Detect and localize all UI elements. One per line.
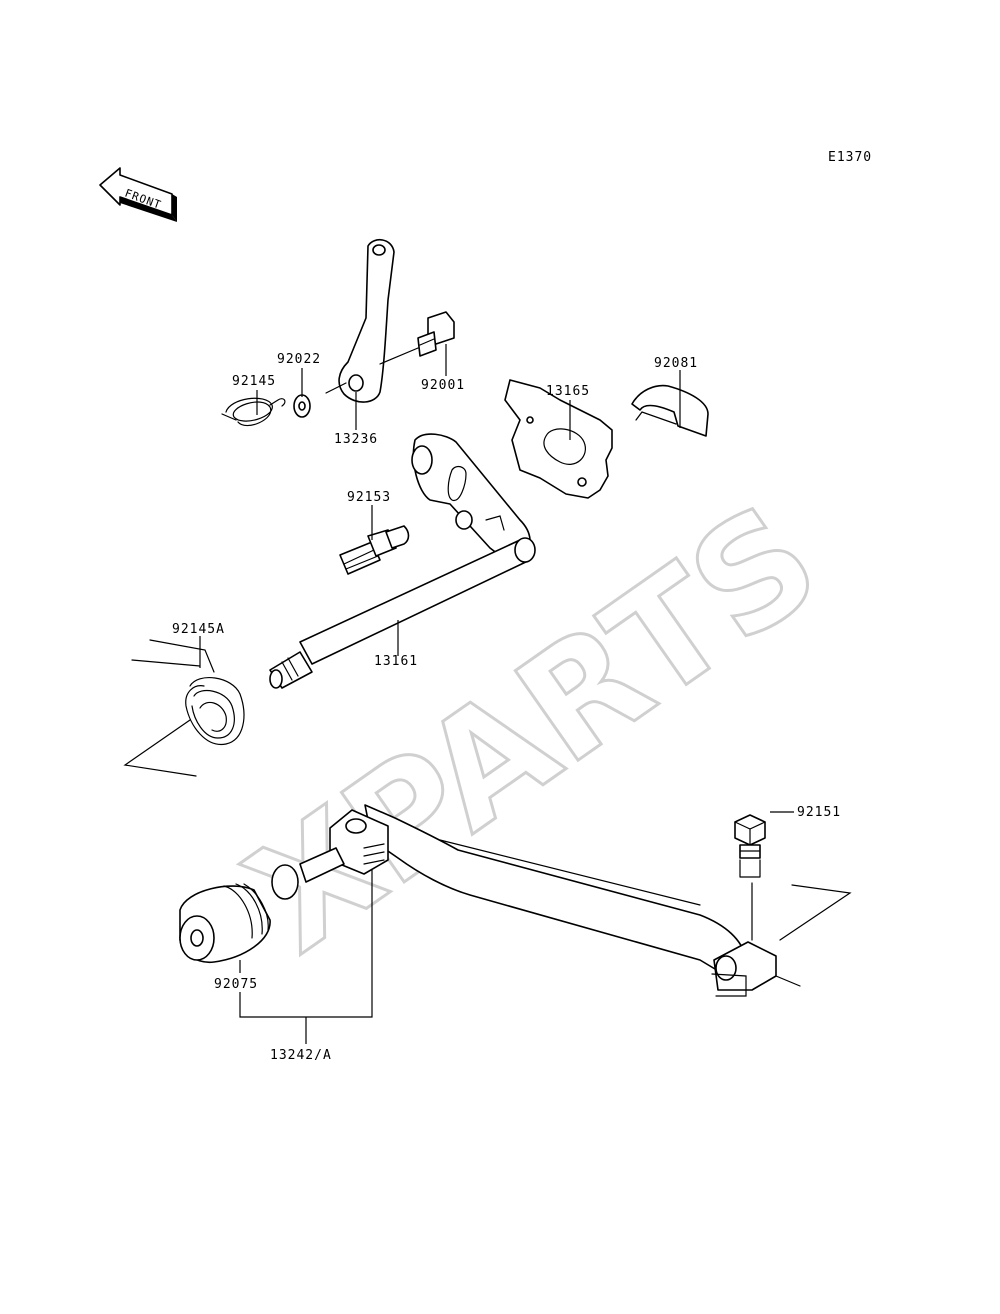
label-92075: 92075 — [214, 977, 258, 992]
front-arrow-icon: FRONT — [99, 167, 177, 222]
label-92153: 92153 — [347, 490, 391, 505]
diagram-code: E1370 — [828, 150, 872, 165]
clip-92081 — [631, 384, 709, 437]
shaft-13161 — [269, 433, 536, 689]
arm-13236 — [325, 239, 395, 403]
plate-13165 — [504, 379, 613, 499]
spring-92145A — [123, 639, 245, 777]
label-92145: 92145 — [232, 374, 276, 389]
washer-92022 — [293, 394, 311, 418]
label-92022: 92022 — [277, 352, 321, 367]
pedal-13242A — [271, 804, 852, 997]
label-13161: 13161 — [374, 654, 418, 669]
label-13242A: 13242/A — [270, 1048, 332, 1063]
label-13165: 13165 — [546, 384, 590, 399]
leader-lines — [199, 344, 794, 1044]
label-92145A: 92145A — [172, 622, 225, 637]
label-13236: 13236 — [334, 432, 378, 447]
bolt-92151 — [734, 814, 766, 941]
stud-92153 — [339, 525, 410, 575]
spring-92145 — [221, 397, 286, 427]
label-92081: 92081 — [654, 356, 698, 371]
bolt-92001 — [379, 311, 455, 365]
rubber-92075 — [179, 883, 271, 964]
label-92151: 92151 — [797, 805, 841, 820]
label-92001: 92001 — [421, 378, 465, 393]
